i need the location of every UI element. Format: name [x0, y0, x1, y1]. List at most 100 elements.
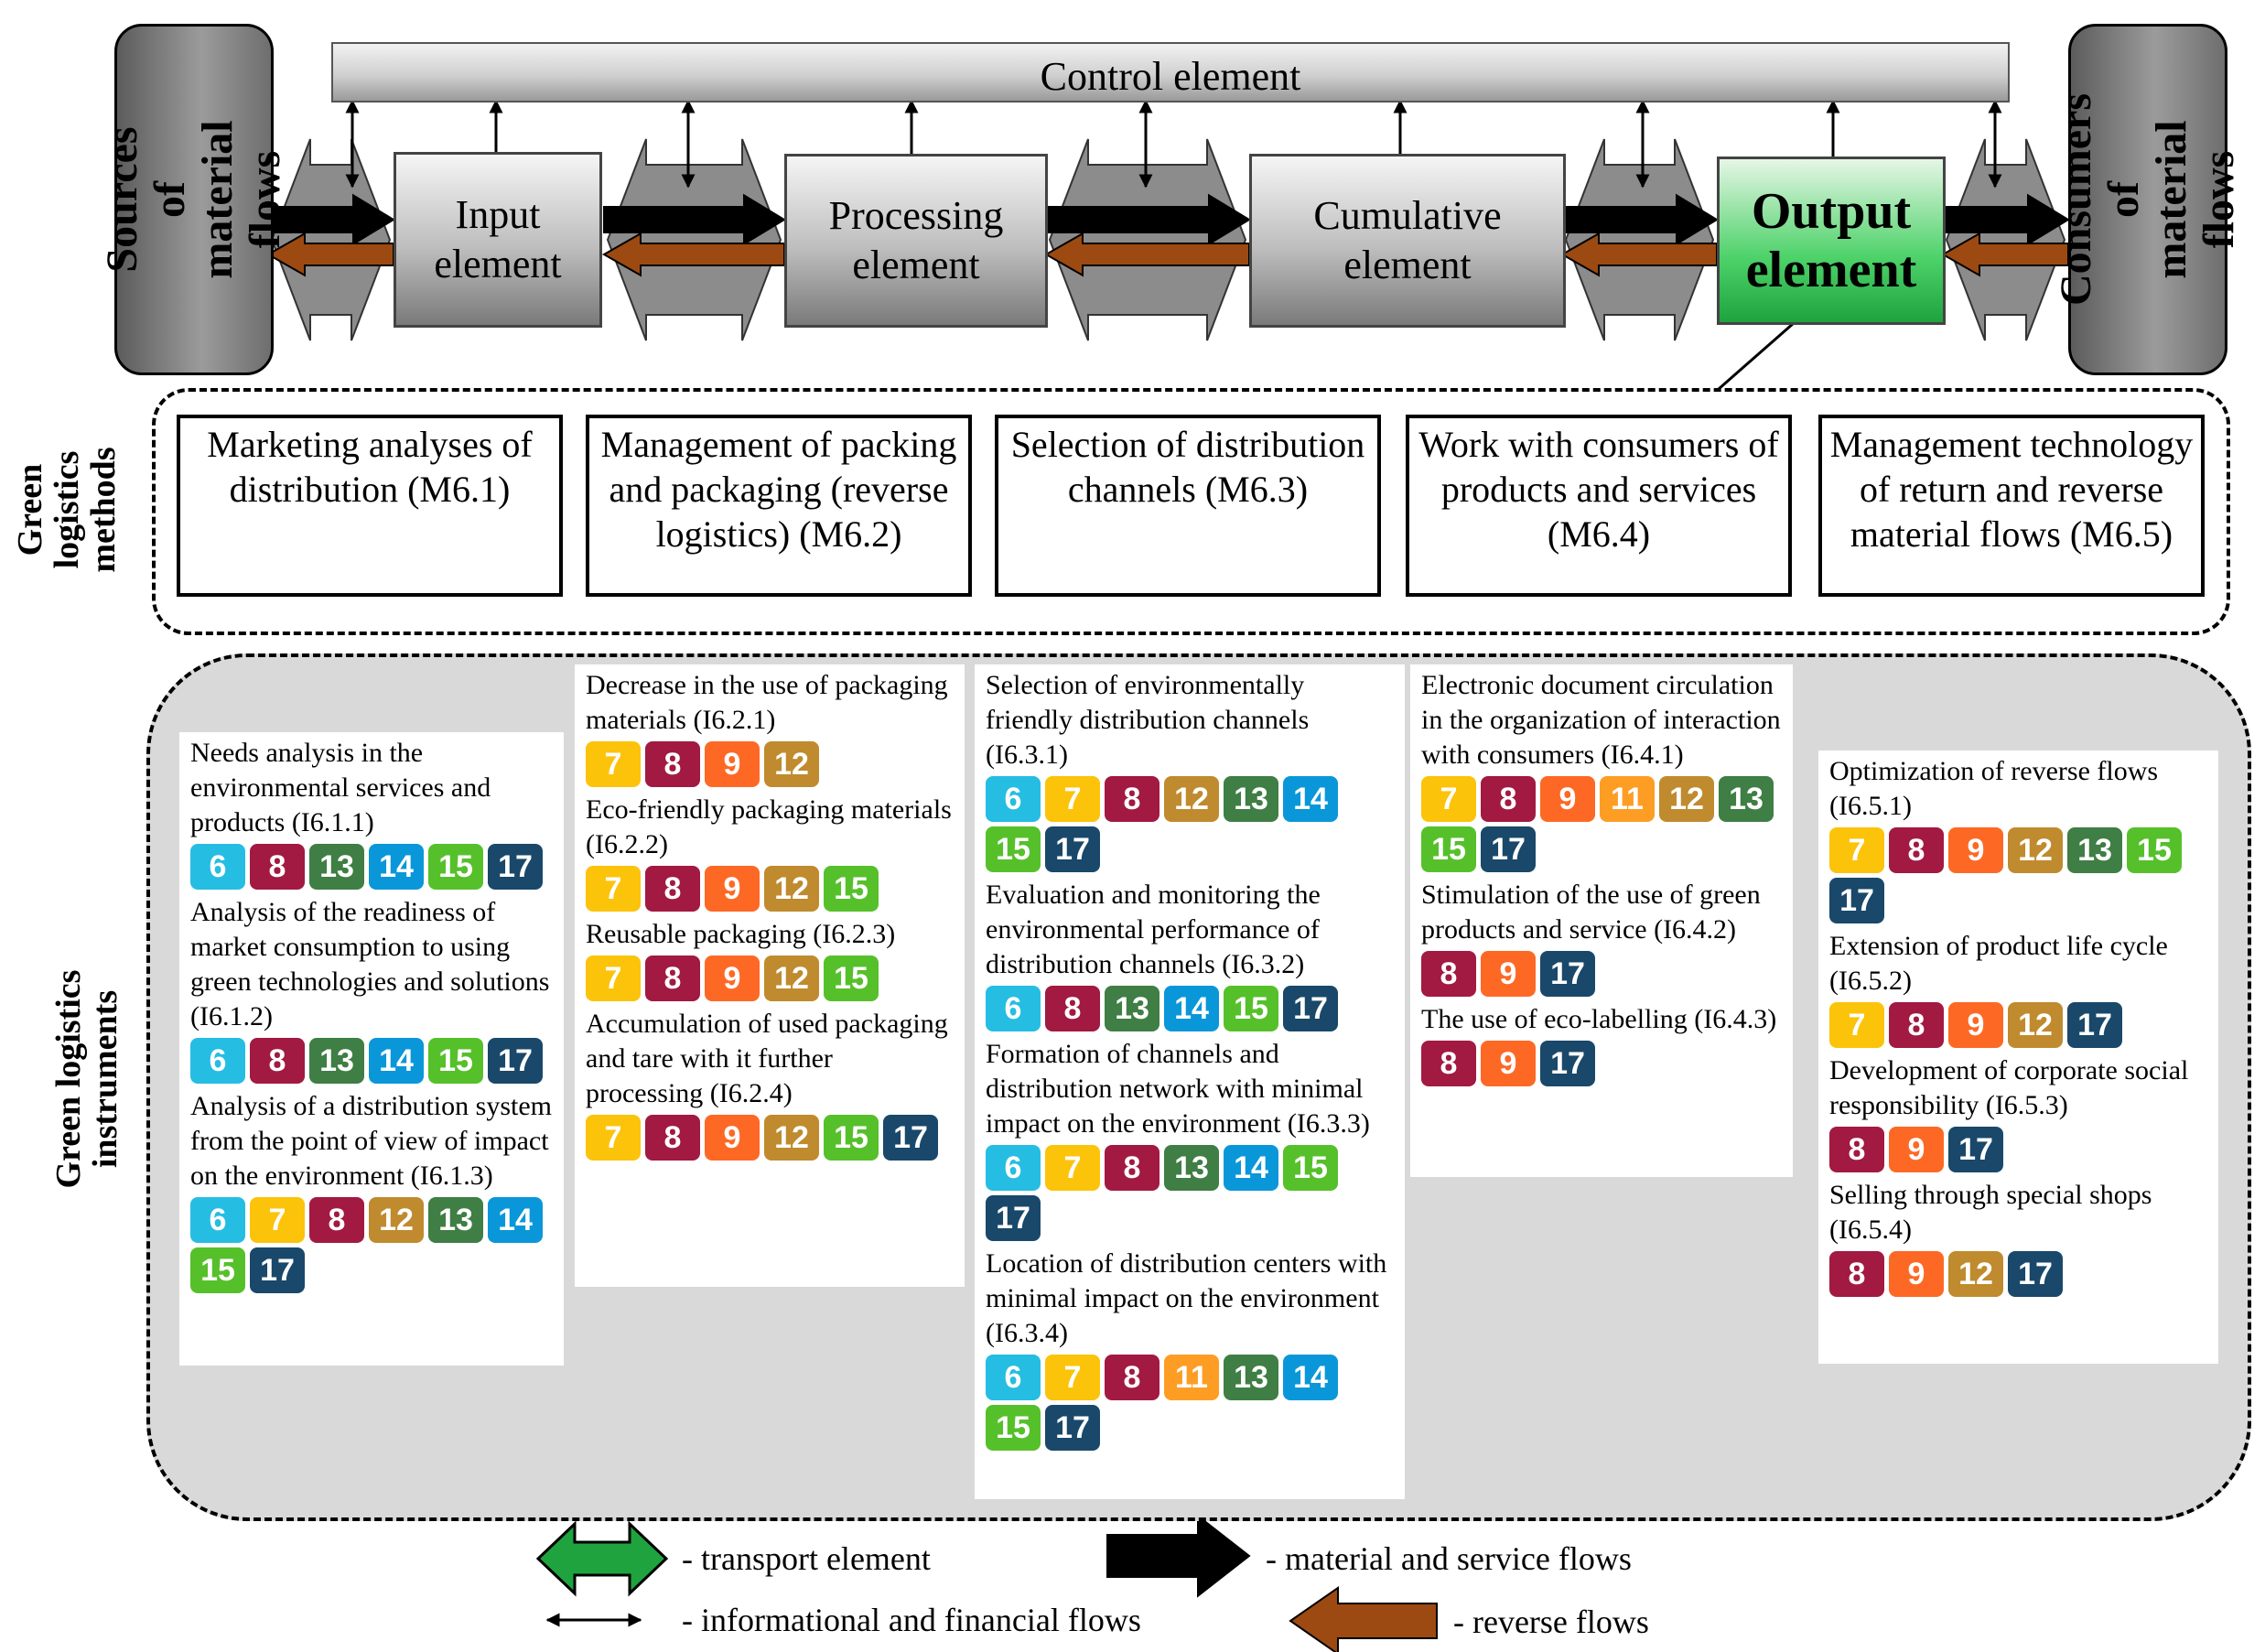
legend-transport-icon [535, 1520, 669, 1597]
sdg-6-badge: 6 [986, 986, 1041, 1031]
method-box-m6-3: Selection of distribution channels (M6.3… [995, 415, 1381, 597]
sdg-14-badge: 14 [1224, 1145, 1278, 1191]
material-flow-arrow [267, 193, 395, 246]
sdg-13-badge: 13 [309, 1038, 364, 1084]
method-box-m6-5: Management technology of return and reve… [1818, 415, 2205, 597]
sdg-8-badge: 8 [309, 1197, 364, 1243]
sdg-6-badge: 6 [190, 1038, 245, 1084]
instrument-text: Analysis of the readiness of market cons… [190, 897, 550, 1031]
sdg-7-badge: 7 [250, 1197, 305, 1243]
instrument-item: Stimulation of the use of green products… [1421, 878, 1784, 997]
instrument-item: Selection of environmentally friendly di… [986, 668, 1396, 872]
sdg-9-badge: 9 [705, 866, 760, 912]
sdg-15-badge: 15 [2127, 827, 2182, 873]
control-element-label: Control element [1040, 54, 1301, 99]
output-element-label: Output element [1745, 183, 1917, 298]
legend-info-label: - informational and financial flows [682, 1602, 1141, 1638]
transport-element-arrow [1564, 138, 1715, 341]
sdg-7-badge: 7 [586, 956, 641, 1001]
sdg-13-badge: 13 [2067, 827, 2122, 873]
instrument-text: The use of eco-labelling (I6.4.3) [1421, 1004, 1777, 1034]
sdg-13-badge: 13 [309, 844, 364, 890]
instrument-item: Decrease in the use of packaging materia… [586, 668, 955, 787]
instrument-column-m6-2: Decrease in the use of packaging materia… [575, 664, 965, 1287]
instrument-item: Development of corporate social responsi… [1829, 1053, 2209, 1172]
sdg-15-badge: 15 [986, 1405, 1041, 1451]
sdg-9-badge: 9 [1481, 1041, 1536, 1086]
sdg-15-badge: 15 [824, 866, 879, 912]
sdg-7-badge: 7 [586, 866, 641, 912]
sdg-8-badge: 8 [1105, 1355, 1159, 1400]
consumers-box: Consumers of material flows [2052, 24, 2243, 375]
cumulative-element-label: Cumulative element [1313, 193, 1502, 287]
sdg-13-badge: 13 [1164, 1145, 1219, 1191]
instrument-item: Formation of channels and distribution n… [986, 1037, 1396, 1241]
legend-transport-label: - transport element [682, 1540, 931, 1577]
material-flow-arrow [1561, 193, 1719, 246]
sdg-17-badge: 17 [1948, 1127, 2003, 1172]
transport-element-arrow [1945, 138, 2066, 341]
sdg-15-badge: 15 [428, 844, 483, 890]
sdg-14-badge: 14 [1283, 776, 1338, 822]
sdg-12-badge: 12 [1948, 1251, 2003, 1297]
sdg-17-badge: 17 [1481, 826, 1536, 872]
material-flow-arrow [603, 193, 786, 246]
sdg-9-badge: 9 [1889, 1127, 1944, 1172]
sdg-6-badge: 6 [986, 1355, 1041, 1400]
instrument-text: Evaluation and monitoring the environmen… [986, 880, 1321, 979]
instrument-text: Location of distribution centers with mi… [986, 1248, 1387, 1348]
output-element: Output element [1717, 157, 1946, 325]
instrument-item: Analysis of a distribution system from t… [190, 1089, 555, 1293]
input-element-label: Input element [434, 192, 562, 286]
sdg-8-badge: 8 [1105, 776, 1159, 822]
sdg-17-badge: 17 [2067, 1002, 2122, 1048]
sdg-17-badge: 17 [1540, 1041, 1595, 1086]
legend-material-icon [1106, 1514, 1251, 1598]
instrument-text: Needs analysis in the environmental serv… [190, 738, 491, 837]
reverse-flow-arrow [1559, 232, 1718, 277]
method-box-m6-2: Management of packing and packaging (rev… [586, 415, 972, 597]
instrument-text: Extension of product life cycle (I6.5.2) [1829, 931, 2168, 996]
sdg-12-badge: 12 [369, 1197, 424, 1243]
reverse-flow-arrow [601, 232, 785, 277]
sdg-8-badge: 8 [1481, 776, 1536, 822]
processing-element: Processing element [784, 154, 1048, 328]
cumulative-element: Cumulative element [1249, 154, 1566, 328]
sdg-6-badge: 6 [986, 1145, 1041, 1191]
method-box-m6-1: Marketing analyses of distribution (M6.1… [177, 415, 563, 597]
instrument-item: Eco-friendly packaging materials (I6.2.2… [586, 793, 955, 912]
instrument-text: Formation of channels and distribution n… [986, 1039, 1370, 1139]
instrument-item: Extension of product life cycle (I6.5.2)… [1829, 929, 2209, 1048]
sdg-9-badge: 9 [705, 956, 760, 1001]
sdg-9-badge: 9 [705, 741, 760, 787]
instrument-text: Development of corporate social responsi… [1829, 1055, 2189, 1120]
sdg-8-badge: 8 [250, 844, 305, 890]
sdg-9-badge: 9 [1889, 1251, 1944, 1297]
transport-element-arrow [270, 138, 392, 341]
input-element: Input element [394, 152, 602, 328]
sdg-8-badge: 8 [250, 1038, 305, 1084]
sdg-7-badge: 7 [1829, 827, 1884, 873]
sdg-13-badge: 13 [1224, 776, 1278, 822]
reverse-flow-arrow [1043, 232, 1250, 277]
sdg-6-badge: 6 [986, 776, 1041, 822]
sdg-14-badge: 14 [488, 1197, 543, 1243]
instrument-item: Evaluation and monitoring the environmen… [986, 878, 1396, 1031]
sdg-17-badge: 17 [2008, 1251, 2063, 1297]
legend-reverse-icon [1289, 1585, 1438, 1652]
control-element-bar: Control element [331, 42, 2010, 103]
sdg-7-badge: 7 [586, 741, 641, 787]
instrument-text: Stimulation of the use of green products… [1421, 880, 1761, 945]
sdg-15-badge: 15 [428, 1038, 483, 1084]
sdg-15-badge: 15 [1421, 826, 1476, 872]
methods-frame [152, 388, 2230, 635]
sdg-11-badge: 11 [1164, 1355, 1219, 1400]
